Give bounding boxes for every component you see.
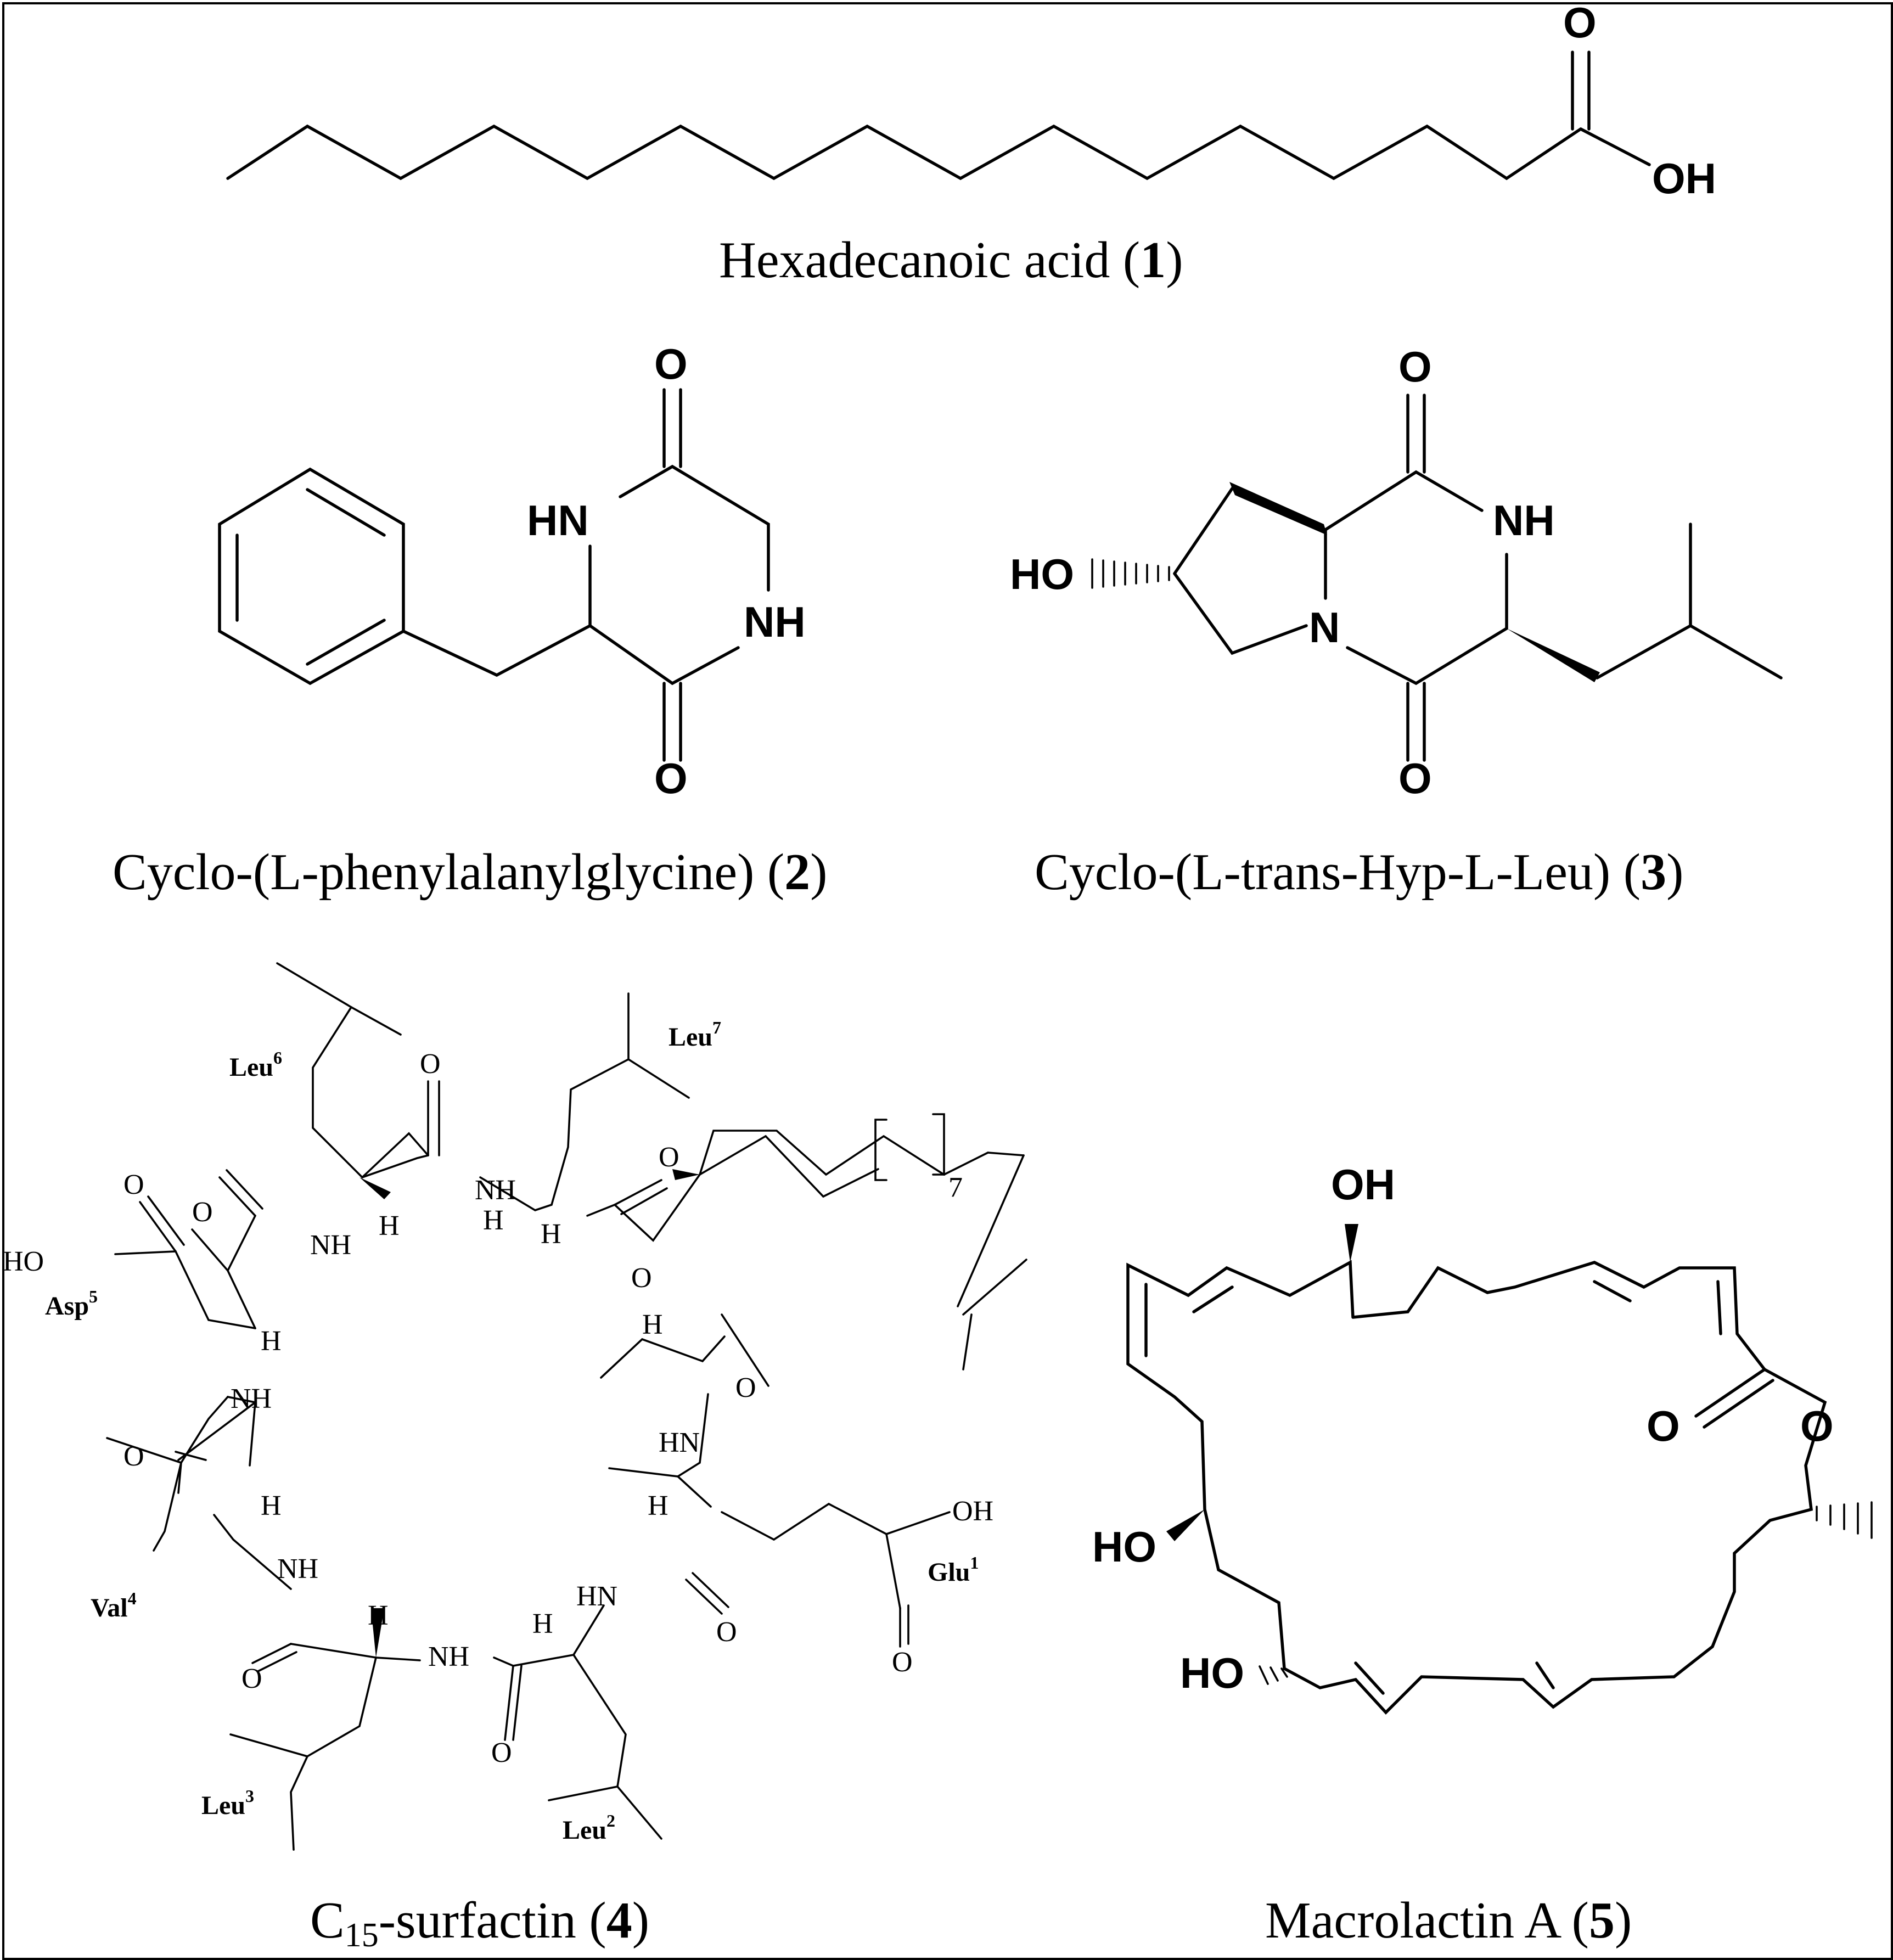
atom-o: O bbox=[123, 1441, 144, 1472]
label-val4: Val4 bbox=[91, 1588, 137, 1622]
caption-compound-2: Cyclo-(L-phenylalanylglycine) (2) bbox=[113, 844, 827, 901]
atom-h: H bbox=[261, 1490, 282, 1521]
atom-oh: OH bbox=[952, 1496, 993, 1527]
atom-ho: HO bbox=[1010, 550, 1074, 598]
atom-o: O bbox=[1647, 1402, 1680, 1450]
atom-nh: NH bbox=[475, 1175, 516, 1206]
atom-ho: HO bbox=[1092, 1523, 1156, 1571]
atom-o: O bbox=[123, 1169, 144, 1200]
atom-nh: NH bbox=[1493, 496, 1555, 544]
atom-o: O bbox=[892, 1647, 913, 1678]
compound-2-structure: O HN NH O bbox=[218, 340, 806, 802]
atom-hn: HN bbox=[659, 1427, 700, 1458]
label-leu3: Leu3 bbox=[201, 1786, 254, 1820]
compound-4-structure: O O O O HO NH H NH H H O H H NH O H NH O… bbox=[3, 962, 1027, 1851]
compound-1-structure: O OH bbox=[226, 0, 1716, 203]
atom-ho: HO bbox=[1180, 1649, 1244, 1697]
compound-5-structure: OH O O HO HO bbox=[1092, 1160, 1873, 1715]
label-asp5: Asp5 bbox=[45, 1287, 98, 1321]
atom-n: N bbox=[1309, 603, 1340, 652]
atom-hn: HN bbox=[527, 496, 589, 544]
atom-o: O bbox=[1800, 1402, 1834, 1450]
label-leu7: Leu7 bbox=[669, 1018, 721, 1052]
label-glu1: Glu1 bbox=[928, 1553, 979, 1587]
atom-oh: OH bbox=[1652, 154, 1716, 203]
atom-h: H bbox=[368, 1600, 389, 1631]
atom-o: O bbox=[654, 340, 688, 388]
atom-o: O bbox=[241, 1663, 262, 1694]
atom-o: O bbox=[1398, 754, 1432, 802]
atom-h: H bbox=[532, 1608, 553, 1639]
atom-h: H bbox=[483, 1205, 504, 1236]
compound-3-structure: O NH HO N O bbox=[1010, 342, 1783, 802]
atom-o: O bbox=[735, 1372, 756, 1403]
atom-o: O bbox=[1398, 342, 1432, 391]
atom-h: H bbox=[261, 1326, 282, 1357]
atom-h: H bbox=[648, 1490, 669, 1521]
atom-h: H bbox=[541, 1218, 561, 1250]
atom-o: O bbox=[491, 1737, 512, 1768]
label-leu2: Leu2 bbox=[563, 1811, 615, 1845]
atom-nh: NH bbox=[231, 1383, 272, 1414]
caption-compound-3: Cyclo-(L-trans-Hyp-L-Leu) (3) bbox=[1035, 844, 1683, 901]
atom-hn: HN bbox=[576, 1581, 617, 1612]
label-leu6: Leu6 bbox=[229, 1048, 282, 1082]
atom-nh: NH bbox=[310, 1229, 351, 1261]
bracket-repeat-count: 7 bbox=[948, 1172, 963, 1203]
atom-h: H bbox=[379, 1210, 400, 1242]
atom-o: O bbox=[654, 754, 688, 802]
atom-o: O bbox=[659, 1142, 679, 1173]
atom-nh: NH bbox=[428, 1641, 469, 1672]
atom-nh: NH bbox=[277, 1553, 318, 1585]
atom-oh: OH bbox=[1331, 1160, 1395, 1209]
atom-o: O bbox=[1563, 0, 1597, 47]
atom-o: O bbox=[420, 1048, 441, 1080]
caption-compound-1: Hexadecanoic acid (1) bbox=[719, 232, 1183, 289]
atom-ho: HO bbox=[3, 1246, 44, 1277]
atom-nh: NH bbox=[744, 598, 806, 646]
atom-o: O bbox=[631, 1262, 652, 1294]
atom-o: O bbox=[192, 1197, 213, 1228]
caption-compound-4: C15-surfactin (4) bbox=[310, 1892, 649, 1954]
atom-h: H bbox=[642, 1309, 663, 1340]
atom-o: O bbox=[716, 1616, 737, 1648]
caption-compound-5: Macrolactin A (5) bbox=[1265, 1892, 1632, 1949]
